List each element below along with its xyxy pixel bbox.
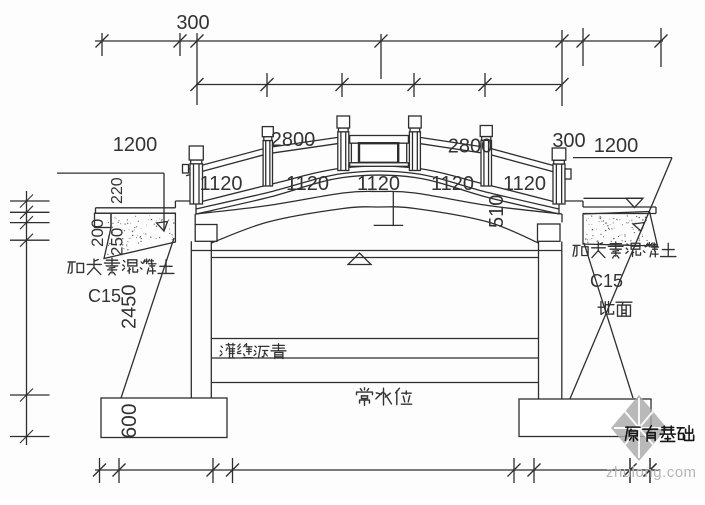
svg-text:C15: C15 [88, 286, 121, 306]
svg-text:2800: 2800 [271, 129, 316, 151]
svg-text:220: 220 [109, 177, 126, 204]
svg-text:zhulong.com: zhulong.com [606, 464, 697, 481]
svg-text:1120: 1120 [431, 173, 474, 195]
svg-text:250: 250 [108, 228, 127, 256]
svg-text:1120: 1120 [503, 173, 546, 195]
svg-text:600: 600 [118, 403, 141, 438]
svg-text:510: 510 [486, 195, 508, 228]
svg-text:1200: 1200 [113, 134, 158, 156]
svg-text:200: 200 [88, 219, 107, 247]
svg-text:300: 300 [552, 130, 585, 152]
svg-text:300: 300 [176, 12, 209, 34]
svg-text:2800: 2800 [448, 136, 493, 158]
svg-text:1120: 1120 [286, 173, 329, 195]
svg-text:C15: C15 [590, 271, 623, 291]
svg-text:1200: 1200 [594, 135, 639, 157]
svg-text:1120: 1120 [199, 173, 242, 195]
svg-text:1120: 1120 [357, 173, 400, 195]
svg-text:2450: 2450 [119, 285, 141, 330]
